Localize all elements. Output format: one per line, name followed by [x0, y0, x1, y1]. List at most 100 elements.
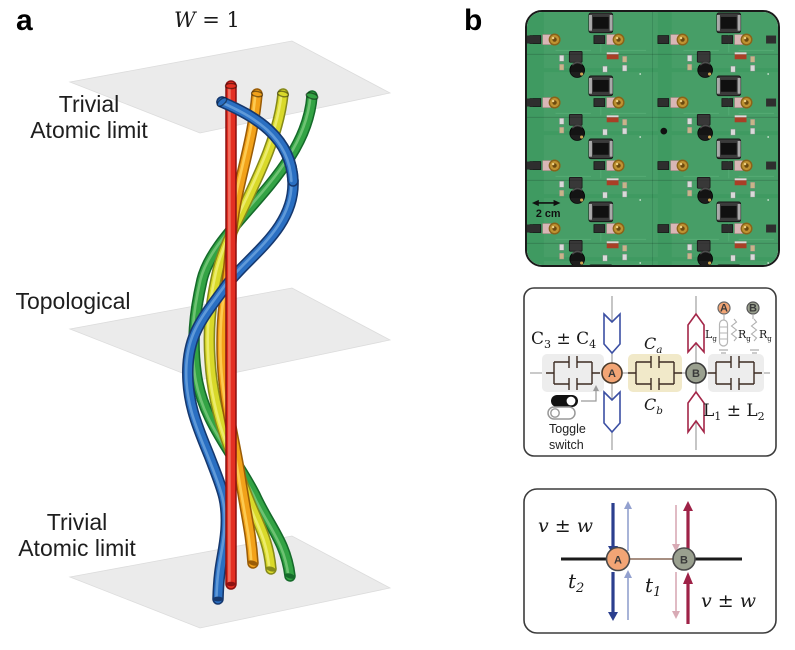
pcb-component	[734, 178, 747, 181]
inductor-label: L1 ± L2	[703, 401, 765, 423]
pcb-resistor	[602, 254, 608, 262]
chevron-up-icon	[687, 390, 705, 435]
chevron-down-icon	[603, 390, 621, 434]
pcb-edge-chip	[766, 35, 777, 44]
pcb-ic	[568, 176, 583, 189]
pcb-component	[606, 52, 619, 55]
circuit-diagram: A B Toggle switch C3 ± C4 Ca Cb L1 ± L2	[523, 287, 777, 457]
pcb-component	[734, 241, 747, 244]
pcb-connector-group	[657, 33, 689, 46]
ground-icon	[719, 349, 759, 354]
pcb-ic	[696, 176, 711, 189]
pcb-edge-chip	[527, 98, 533, 107]
pcb-resistor	[622, 245, 628, 252]
capacitor-pair-right	[708, 356, 762, 390]
cap-b-label: Cb	[644, 395, 663, 417]
pcb-resistor	[559, 181, 565, 188]
pcb-capacitor	[569, 187, 585, 204]
pcb-resistor	[730, 254, 736, 262]
chevron-down-icon	[603, 312, 621, 355]
pcb-ic	[696, 50, 711, 63]
pcb-ic	[568, 50, 583, 63]
pcb-via	[767, 73, 770, 75]
toggle-label-line1: Toggle	[549, 422, 586, 436]
pcb-via	[767, 199, 770, 201]
pcb-inductor	[716, 138, 742, 160]
svg-text:A: A	[720, 303, 728, 315]
site-a-letter: A	[614, 555, 622, 567]
lg-label: Lg	[705, 328, 717, 343]
cap-left-label: C3 ± C4	[531, 329, 596, 351]
pcb-resistor	[687, 189, 693, 197]
capacitor-pair-left	[546, 356, 600, 390]
pcb-capacitor	[697, 124, 713, 141]
pcb-component	[734, 241, 747, 249]
pcb-via	[767, 136, 770, 138]
t2-label: t2	[568, 569, 584, 596]
rg-label: Rg	[759, 328, 772, 343]
pcb-resistor	[559, 118, 565, 125]
hopping-box-frame	[523, 488, 777, 634]
site-b	[672, 547, 696, 571]
pcb-connector-group	[657, 96, 689, 109]
pcb-component	[606, 52, 619, 60]
scale-bar: 2 cm	[531, 199, 561, 220]
pcb-resistor	[602, 65, 608, 73]
pcb-resistor	[750, 56, 756, 63]
pcb-via	[639, 73, 642, 75]
resistor-zigzag-icon	[750, 318, 758, 342]
pcb-capacitor	[569, 61, 585, 78]
panel-b-label: b	[464, 4, 483, 37]
pcb-connector-group	[593, 159, 625, 172]
pcb-component	[734, 52, 747, 60]
toggle-label-line2: switch	[549, 438, 584, 452]
pcb-capacitor	[697, 61, 713, 78]
pcb-resistor	[730, 191, 736, 199]
resistor-zigzag-icon	[730, 318, 738, 342]
node-a	[601, 362, 623, 384]
pcb-edge-chip	[766, 224, 777, 233]
pcb-inductor	[716, 201, 742, 223]
pcb-capacitor	[569, 250, 585, 265]
t1-label: t1	[645, 573, 661, 600]
pcb-resistor	[602, 191, 608, 199]
pcb-photo: 2 cm	[525, 10, 780, 267]
toggle-switch-icon[interactable]	[547, 395, 578, 420]
pcb-inductor	[588, 12, 614, 34]
grounding-legend: A B Lg Rg Rg	[705, 301, 772, 354]
pcb-connector-group	[657, 222, 689, 235]
pcb-capacitor	[697, 250, 713, 265]
tube-red	[229, 86, 231, 584]
pcb-connector-group	[721, 159, 753, 172]
pcb-resistor	[730, 65, 736, 73]
pcb-resistor	[622, 182, 628, 189]
site-a	[605, 546, 631, 572]
pcb-connector-group	[593, 96, 625, 109]
node-b-letter: B	[692, 368, 700, 380]
pcb-component	[734, 178, 747, 186]
pcb-resistor	[750, 190, 756, 198]
pcb-component	[606, 241, 619, 244]
pcb-component	[734, 115, 747, 118]
pcb-connector-group	[721, 96, 753, 109]
gain-loss-arrows-b	[672, 501, 693, 624]
pcb-connector-group	[593, 222, 625, 235]
capacitor-pair-ab	[628, 356, 682, 390]
pcb-edge-chip	[766, 98, 777, 107]
pcb-connector-group	[529, 96, 561, 109]
pcb-resistor	[750, 253, 756, 261]
pcb-connector-group	[721, 222, 753, 235]
pcb-mounting-hole	[660, 127, 668, 135]
pcb-resistor	[559, 63, 565, 71]
pcb-capacitor	[569, 124, 585, 141]
rg-label: Rg	[738, 328, 751, 343]
node-b	[685, 362, 707, 384]
pcb-edge-chip	[766, 161, 777, 170]
node-a-letter: A	[608, 368, 616, 380]
pcb-resistor	[750, 119, 756, 126]
pcb-resistor	[687, 126, 693, 134]
pcb-component	[734, 52, 747, 55]
chevron-up-icon	[687, 312, 705, 355]
pcb-ic	[696, 239, 711, 252]
